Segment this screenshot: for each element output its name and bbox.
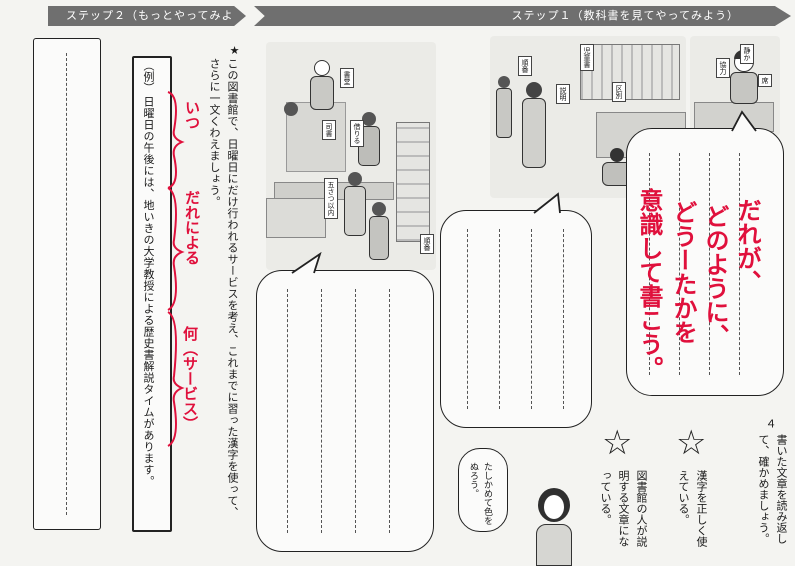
answer-bubble-1[interactable] — [256, 270, 434, 552]
bubble-3-tail — [731, 110, 757, 132]
note-big-3: どうーたかを — [669, 200, 697, 344]
bubble-2-tail — [533, 192, 561, 214]
step1-header: ステップ１（教科書を見てやってみよう） — [254, 6, 791, 26]
step2-answer-box[interactable] — [33, 38, 101, 530]
note-who: だれによる — [183, 190, 201, 265]
example-box — [132, 56, 172, 532]
label-kodo: 書堂 — [340, 68, 354, 88]
checklist-number: ４ — [764, 418, 777, 429]
note-what: 何（サービス） — [181, 326, 199, 431]
label-setsumei: 説明 — [556, 84, 570, 104]
label-gosatsu: 五さつ以内 — [324, 178, 338, 219]
note-big-2: どのように、 — [701, 204, 729, 348]
teacher-bubble — [458, 448, 508, 532]
answer-bubble-2[interactable] — [440, 210, 592, 428]
star-icon-2[interactable]: ☆ — [602, 423, 633, 463]
teacher-avatar — [534, 488, 574, 566]
instruction-line2: さらに一文くわえましょう。 — [208, 58, 221, 208]
checklist-heading: 書いた文章を読み返して、確かめましょう。 — [757, 434, 788, 544]
note-big-1: だれが、 — [733, 198, 761, 294]
teacher-bubble-text: たしかめて色をぬろう。 — [468, 462, 492, 525]
example-tag: （例） — [142, 60, 155, 93]
label-kariru: 借りる — [350, 120, 364, 147]
label-junban2: 順番 — [518, 56, 532, 76]
checklist-item-2: 図書館の人が説明する文章になっている。 — [599, 470, 648, 547]
bubble-1-tail — [291, 252, 322, 274]
label-shizuka: 静か — [740, 44, 754, 64]
label-jido: 児童書 — [580, 44, 594, 71]
star-icon-1[interactable]: ☆ — [676, 423, 707, 463]
note-big-4: 意識して書こう。 — [635, 188, 663, 380]
label-junban: 順番 — [420, 234, 434, 254]
label-kubetsu: 区別 — [612, 82, 626, 102]
red-brackets — [167, 91, 185, 447]
instruction-line1: この図書館で、日曜日にだけ行われるサービスを考え、これまでに習った漢字を使って、 — [226, 58, 239, 518]
label-shisho: 司書 — [322, 120, 336, 140]
instruction-star: ★ — [228, 44, 241, 57]
label-seki: 席 — [758, 74, 772, 87]
answer-bubble-3[interactable] — [626, 128, 784, 396]
example-text: 日曜日の午後には、地いきの大学教授による歴史書解説タイムがあります。 — [142, 96, 155, 487]
label-kyoryoku: 協力 — [716, 58, 730, 78]
note-when: いつ — [183, 100, 201, 130]
checklist-item-1: 漢字を正しく使えている。 — [677, 470, 708, 547]
step2-header: ステップ２（もっとやってみよう） — [48, 6, 246, 26]
